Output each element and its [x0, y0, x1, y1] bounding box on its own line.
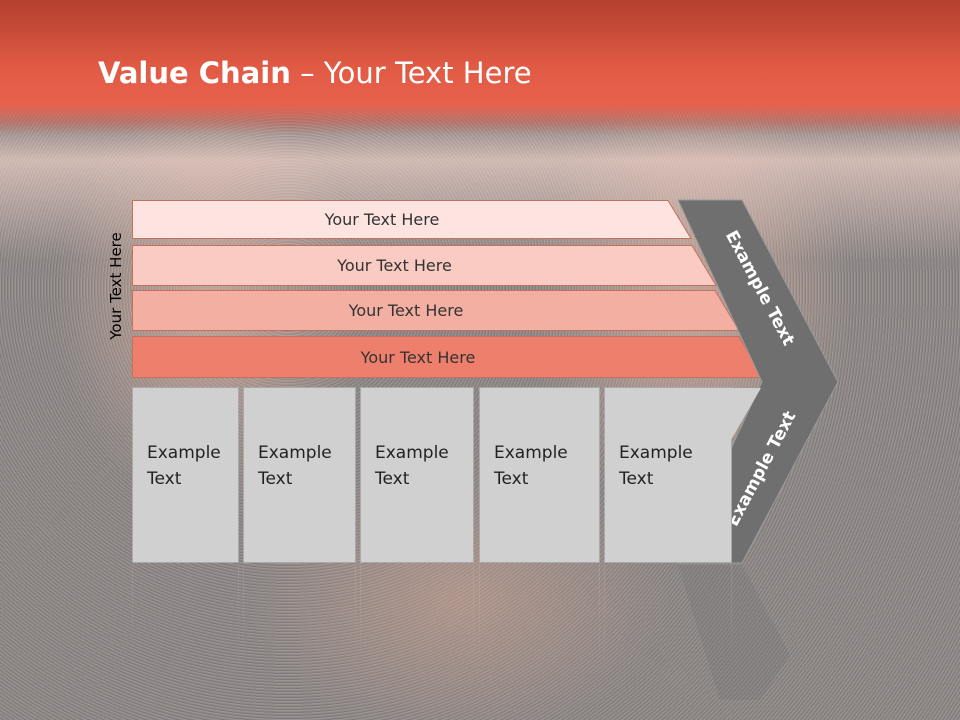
box-3: Example Text	[360, 387, 474, 563]
box-3-line1: Example	[375, 443, 449, 463]
bar-2: Your Text Here	[132, 245, 717, 286]
bar-4-label: Your Text Here	[360, 347, 476, 367]
box-2-line2: Text	[258, 469, 293, 489]
bar-1: Your Text Here	[132, 200, 692, 239]
box-3-line2: Text	[375, 469, 410, 489]
box-1-line2: Text	[147, 469, 182, 489]
box-1: Example Text	[132, 387, 239, 563]
bar-3-label: Your Text Here	[348, 301, 464, 320]
title-rest: – Your Text Here	[290, 56, 532, 90]
box-1-line1: Example	[147, 443, 221, 463]
bar-2-label: Your Text Here	[337, 256, 452, 275]
box-2-line1: Example	[258, 443, 332, 463]
box-4-line2: Text	[494, 469, 529, 489]
box-5-line2: Text	[619, 469, 654, 489]
bar-4: Your Text Here	[132, 336, 764, 378]
box-5-line1: Example	[619, 443, 693, 463]
title-banner: Value Chain – Your Text Here	[0, 0, 960, 135]
bar-1-label: Your Text Here	[324, 210, 440, 229]
box-2: Example Text	[243, 387, 356, 563]
box-4-line1: Example	[494, 443, 568, 463]
box-5: Example Text	[604, 387, 732, 563]
bar-2-shape	[132, 245, 717, 286]
title-bold: Value Chain	[98, 56, 291, 90]
slide-title: Value Chain – Your Text Here	[98, 56, 532, 90]
bar-1-shape	[132, 200, 692, 239]
box-4: Example Text	[479, 387, 600, 563]
